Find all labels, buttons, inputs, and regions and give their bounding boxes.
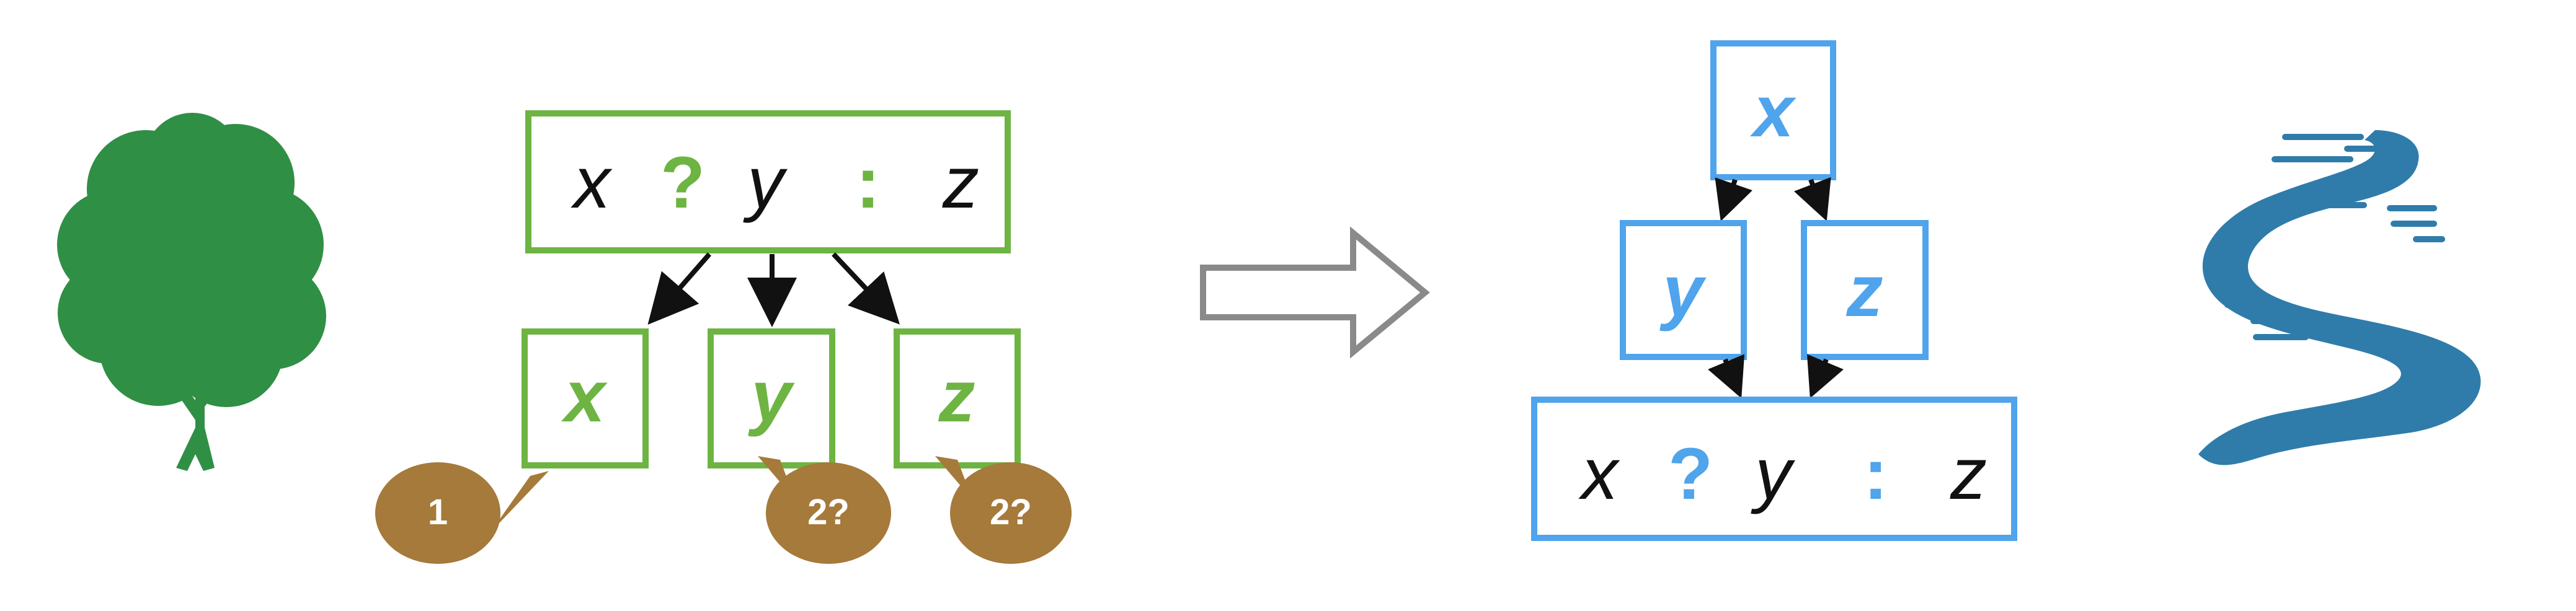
left-child-box-x [522, 328, 649, 468]
left-ast-diagram: x ? y : z x y z 1 2? 2? [375, 110, 1072, 564]
bubble-2-label: 2? [807, 492, 850, 532]
right-arrow-x-to-y [1715, 177, 1752, 222]
bubble-3: 2? [935, 456, 1072, 564]
right-arrow-x-to-z [1793, 177, 1831, 221]
bubble-2: 2? [758, 456, 891, 564]
right-expr-then: y [1751, 433, 1795, 515]
right-middle-node-z: z [1846, 250, 1883, 332]
left-expression-box [525, 110, 1011, 253]
tree-icon [57, 113, 326, 471]
right-arrow-icon [1200, 226, 1430, 359]
right-expr-cond: x [1578, 433, 1620, 515]
left-arrow-to-z [832, 252, 900, 325]
right-arrow-y-to-expression [1708, 354, 1745, 398]
bubble-1-label: 1 [428, 492, 448, 532]
right-expr-colon: : [1863, 433, 1888, 515]
left-expr-question: ? [660, 142, 705, 224]
left-child-z: z [938, 356, 975, 437]
left-child-x: x [561, 356, 608, 437]
right-top-node: x [1749, 71, 1797, 152]
right-middle-box-z [1801, 220, 1929, 360]
left-expr-then: y [743, 142, 788, 224]
right-expression-box [1531, 397, 2017, 541]
left-expr-else: z [942, 142, 979, 224]
bubble-3-label: 2? [990, 492, 1032, 532]
left-arrow-to-x [647, 252, 712, 325]
bubble-1: 1 [375, 462, 549, 564]
right-expr-question: ? [1668, 433, 1713, 515]
right-arrow-z-to-expression [1806, 354, 1844, 398]
right-dataflow-diagram: x y z x ? y : z [1531, 40, 2017, 541]
left-child-y: y [748, 356, 795, 437]
left-expr-colon: : [856, 142, 880, 224]
right-top-box-x [1710, 40, 1836, 180]
right-middle-box-y [1620, 220, 1747, 360]
right-middle-node-y: y [1659, 250, 1707, 332]
left-expr-cond: x [571, 142, 613, 224]
right-expr-else: z [1950, 433, 1987, 515]
river-icon [2198, 130, 2481, 465]
